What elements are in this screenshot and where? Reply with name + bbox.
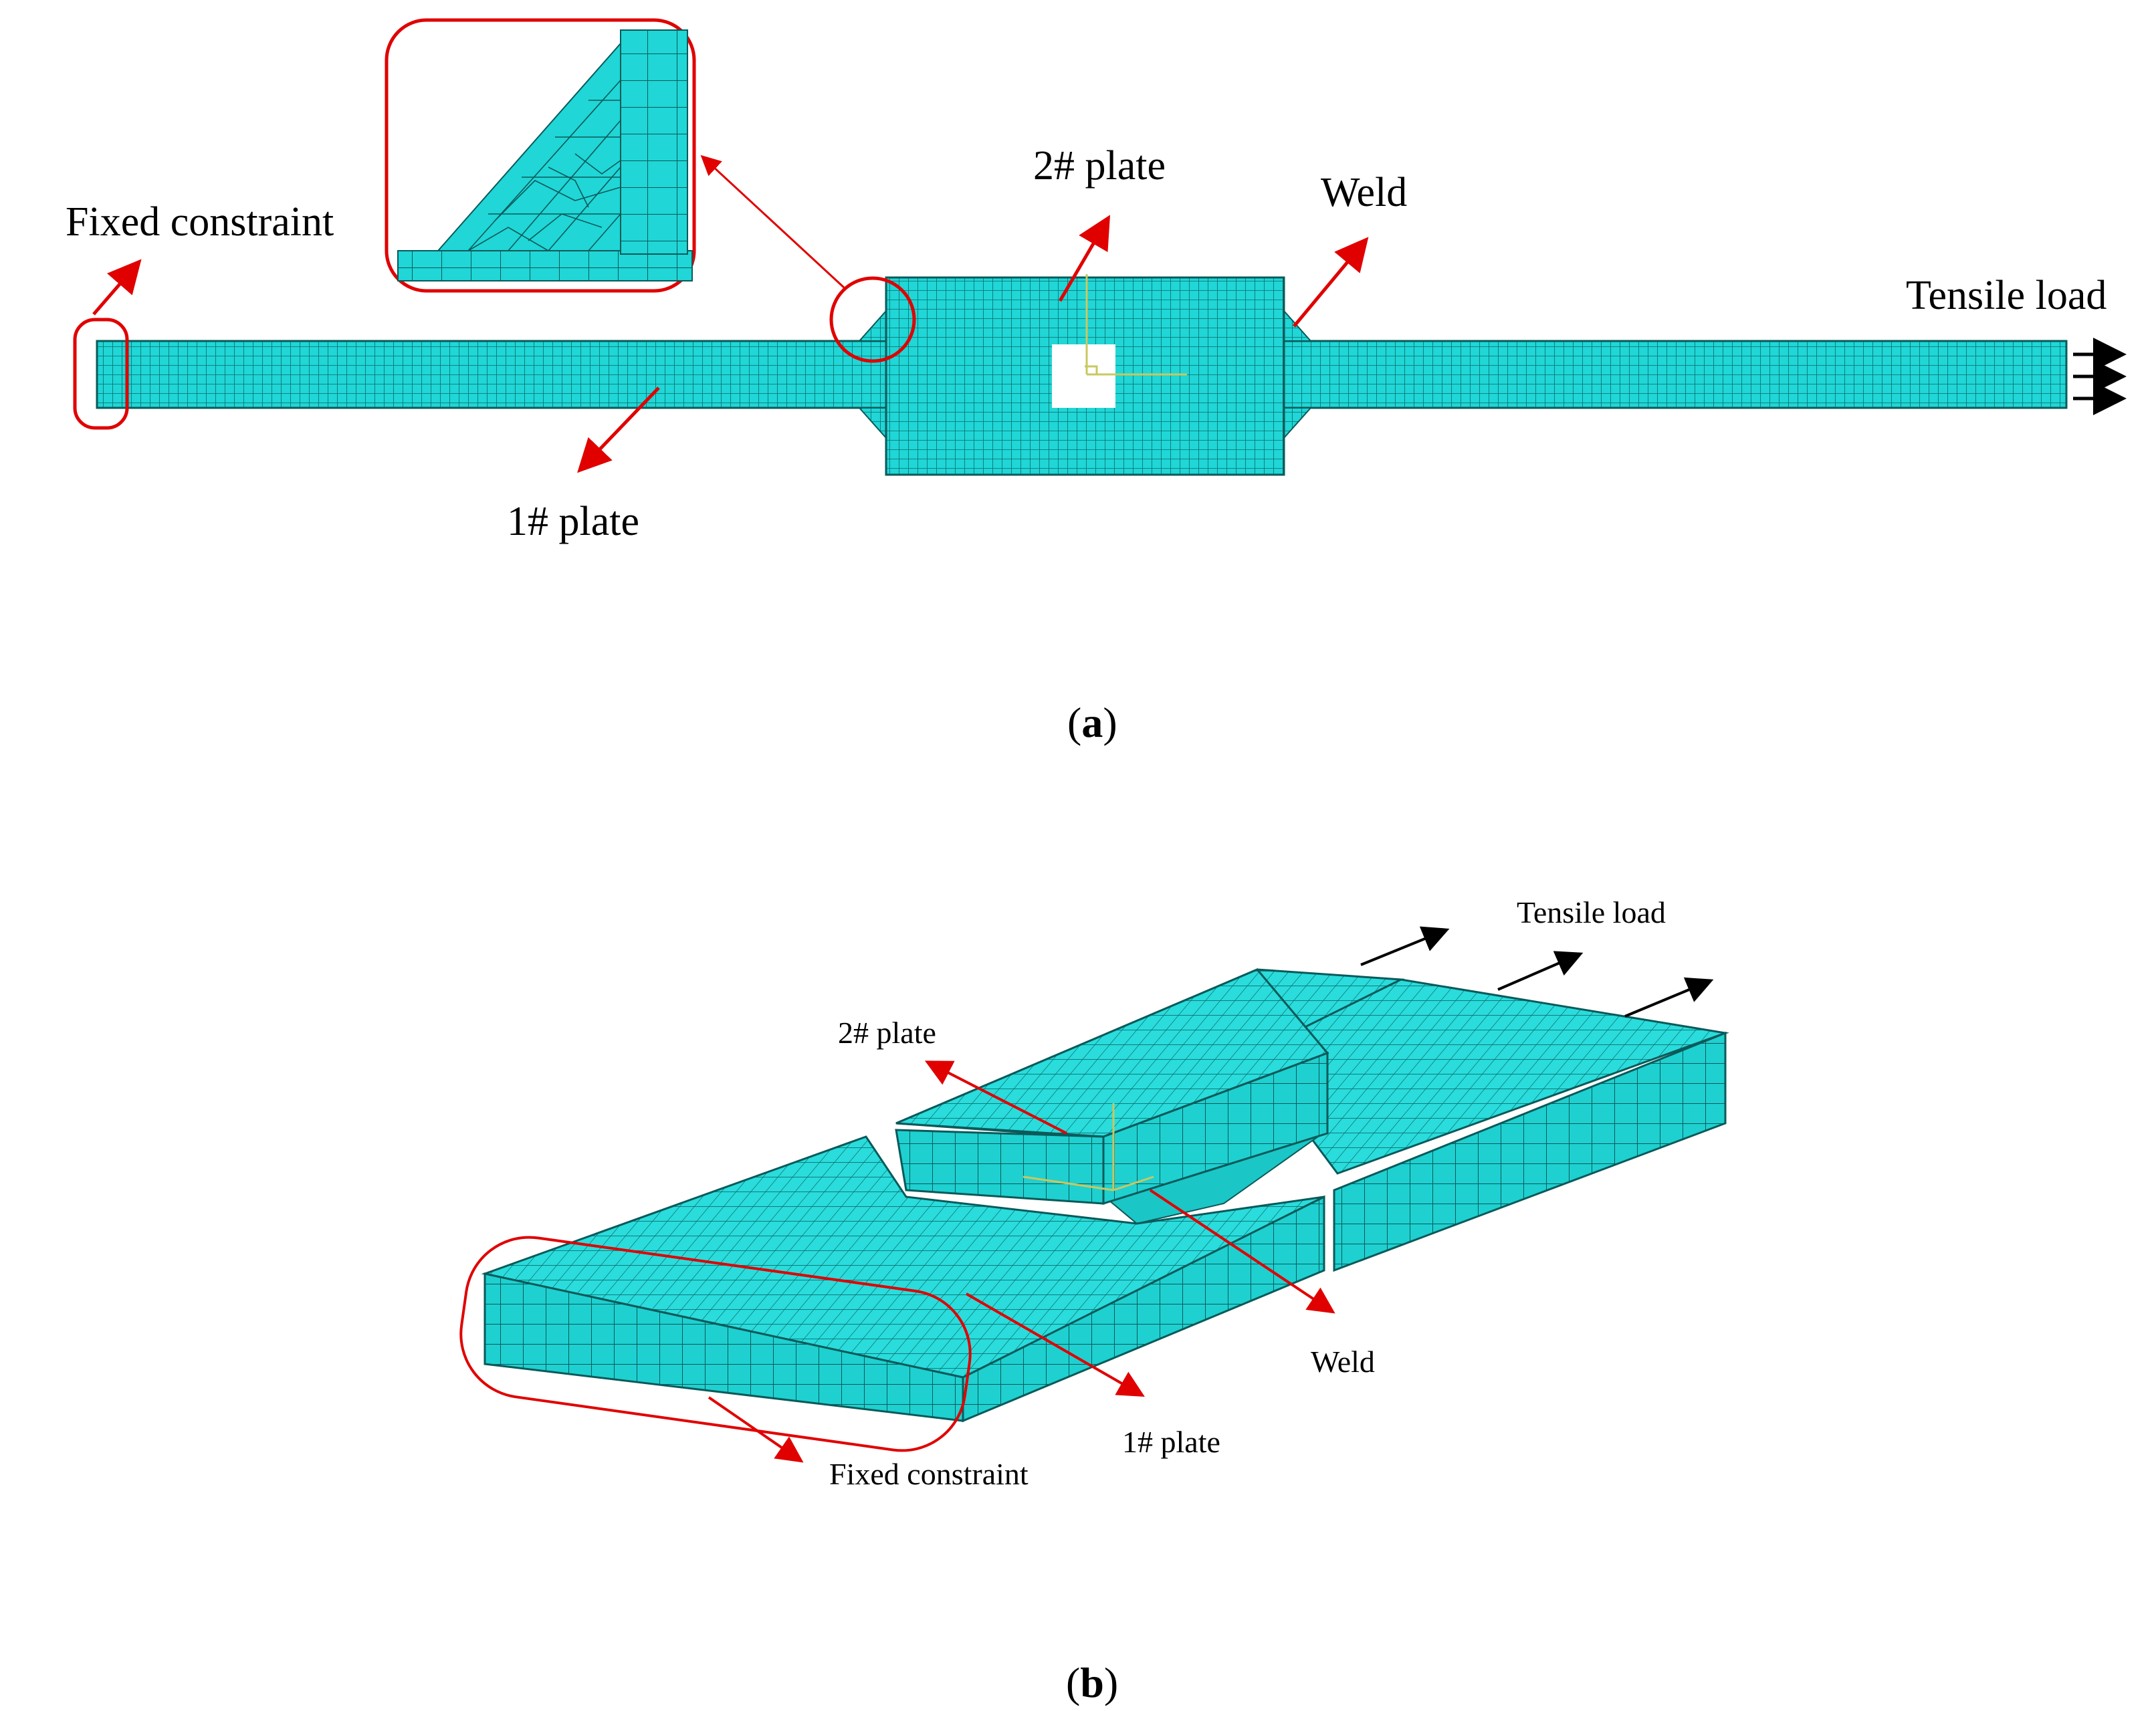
zoom-leader-arrow [700, 154, 845, 289]
plate-1-front-3d [481, 1135, 1325, 1423]
weld-left-bottom-mesh [857, 407, 887, 440]
gap-square [1052, 344, 1115, 408]
caption-a: (a) [1067, 699, 1117, 746]
weld-detail-inset [385, 18, 696, 293]
coordinate-triad [1085, 274, 1187, 376]
tensile-load-arrows-b [1360, 926, 1714, 1018]
plate-1-arrow-a [577, 386, 660, 473]
label-weld-a: Weld [1321, 170, 1407, 215]
plate-2-arrow-a [1058, 215, 1111, 302]
label-tensile-load-a: Tensile load [1906, 273, 2107, 318]
fixed-constraint-arrow-b [708, 1396, 804, 1463]
label-plate-1-b: 1# plate [1122, 1425, 1220, 1459]
weld-right-bottom-mesh [1283, 407, 1313, 440]
fixed-constraint-marker-b [459, 1236, 972, 1452]
plate-1-arrow-b [966, 1292, 1145, 1397]
label-plate-2-a: 2# plate [1033, 143, 1166, 189]
caption-b: (b) [1066, 1659, 1118, 1706]
panel-b: Fixed constraint 1# plate Weld 2# plate … [459, 895, 1729, 1706]
label-plate-2-b: 2# plate [838, 1016, 936, 1050]
label-weld-b: Weld [1311, 1345, 1375, 1379]
label-fixed-constraint-a: Fixed constraint [66, 199, 334, 245]
label-tensile-load-b: Tensile load [1517, 895, 1666, 929]
tensile-load-arrows-a [2073, 338, 2127, 415]
fixed-constraint-marker [73, 318, 129, 430]
coordinate-triad-b [1022, 1103, 1154, 1191]
plate-2-arrow-b [924, 1060, 1067, 1135]
label-fixed-constraint-b: Fixed constraint [829, 1457, 1029, 1491]
label-plate-1-a: 1# plate [507, 499, 639, 544]
plate-2-block-3d [895, 968, 1329, 1206]
fixed-constraint-arrow [92, 259, 142, 316]
weld-right-top-mesh [1283, 309, 1313, 342]
weld-arrow-b [1149, 1189, 1335, 1314]
weld-arrow-a [1293, 237, 1369, 328]
weld-left-top-mesh [857, 309, 887, 342]
panel-a: Fixed constraint 2# plate Weld Tensile l… [66, 18, 2127, 746]
weld-zoom-circle [829, 276, 916, 363]
